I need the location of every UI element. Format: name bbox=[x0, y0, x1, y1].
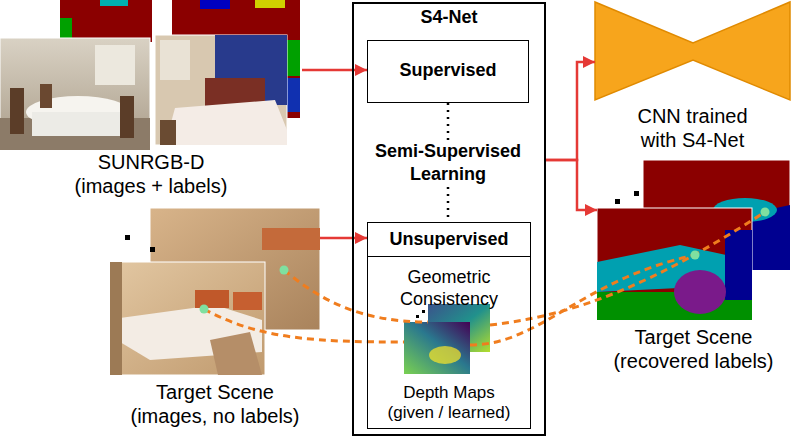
photo bbox=[110, 262, 122, 375]
outer-frame: S4-NetSupervisedUnsupervisedGeometric Co… bbox=[352, 2, 546, 436]
image-stack: Target Scene (recovered labels) bbox=[597, 160, 790, 377]
process-box: Supervised bbox=[367, 40, 529, 103]
box-title: S4-Net bbox=[356, 7, 542, 29]
image-stack: Target Scene (images, no labels) bbox=[110, 208, 320, 432]
depth-map bbox=[404, 304, 490, 374]
photo bbox=[165, 100, 287, 145]
keypoint bbox=[691, 251, 700, 260]
photo bbox=[120, 96, 134, 138]
label-map bbox=[60, 0, 152, 42]
keypoint bbox=[761, 208, 770, 217]
depth-map bbox=[404, 322, 470, 374]
process-box: UnsupervisedGeometric ConsistencyDepth M… bbox=[367, 222, 531, 429]
photo bbox=[233, 292, 262, 310]
photo bbox=[95, 45, 135, 85]
caption-text: Depth Maps (given / learned) bbox=[382, 383, 516, 424]
correspondence-line bbox=[204, 309, 404, 342]
network-icon: CNN trained with S4-Net bbox=[595, 2, 790, 156]
correspondence-line bbox=[204, 212, 765, 345]
caption-text: SUNRGB-D (images + labels) bbox=[67, 150, 235, 198]
correspondence-line bbox=[490, 212, 765, 325]
flow-arrow bbox=[546, 62, 595, 160]
caption-text: Target Scene (recovered labels) bbox=[604, 325, 784, 373]
ellipsis-dots bbox=[125, 191, 639, 318]
photo bbox=[0, 38, 150, 150]
ellipsis-dots bbox=[150, 247, 155, 252]
ellipsis-dots bbox=[125, 235, 130, 240]
label-map bbox=[60, 18, 72, 40]
cnn-shape bbox=[595, 2, 790, 100]
photo bbox=[10, 88, 24, 134]
photo bbox=[40, 84, 52, 108]
photo bbox=[262, 228, 320, 250]
label-map bbox=[100, 0, 128, 6]
segmentation bbox=[674, 270, 726, 314]
photo bbox=[32, 112, 124, 136]
photo bbox=[110, 262, 265, 375]
segmentation bbox=[725, 230, 752, 300]
edge-label: Semi-Supervised Learning bbox=[358, 140, 538, 186]
depth-map bbox=[429, 346, 461, 364]
label-map bbox=[255, 0, 285, 8]
box-header: Unsupervised bbox=[368, 223, 530, 257]
box-title: Supervised bbox=[373, 60, 523, 82]
ellipsis-dots bbox=[615, 199, 620, 204]
ellipsis-dots bbox=[634, 191, 639, 196]
caption-text: Geometric Consistency bbox=[374, 267, 524, 310]
photo bbox=[155, 35, 287, 145]
segmentation bbox=[597, 160, 790, 320]
keypoint bbox=[280, 266, 289, 275]
keypoint bbox=[200, 305, 209, 314]
label-map bbox=[200, 0, 230, 9]
photo bbox=[110, 208, 320, 375]
ellipsis-dots bbox=[416, 315, 419, 318]
photo bbox=[210, 332, 262, 375]
ellipsis-dots bbox=[422, 310, 425, 313]
caption-text: CNN trained with S4-Net bbox=[628, 104, 758, 152]
caption-text: Target Scene (images, no labels) bbox=[123, 380, 308, 428]
photo bbox=[160, 120, 176, 145]
image-stack: SUNRGB-D (images + labels) bbox=[0, 0, 302, 205]
flow-arrow bbox=[302, 69, 367, 72]
keypoint bbox=[200, 208, 770, 314]
photo bbox=[160, 40, 190, 80]
flow-arrow bbox=[546, 160, 597, 210]
photo bbox=[0, 35, 287, 150]
cnn-shape bbox=[595, 2, 790, 100]
flow-arrow bbox=[320, 237, 367, 240]
label-map bbox=[287, 40, 300, 76]
label-map bbox=[287, 78, 300, 112]
photo bbox=[195, 290, 229, 308]
